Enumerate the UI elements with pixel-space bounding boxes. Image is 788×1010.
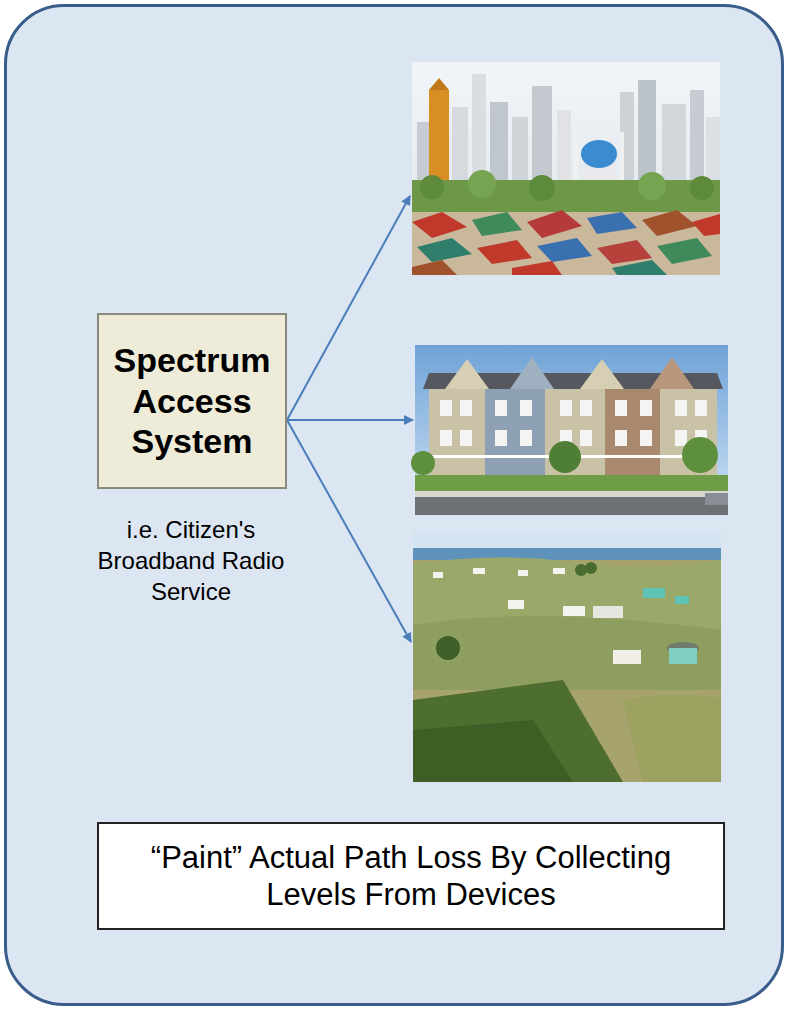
arrow-lines	[287, 196, 413, 642]
city-photo	[412, 62, 720, 275]
node-text: Spectrum Access System	[109, 340, 275, 462]
note-box: “Paint” Actual Path Loss By Collecting L…	[97, 822, 725, 930]
system-box: Spectrum Access System	[97, 313, 287, 489]
rural-photo	[413, 530, 721, 782]
townhouse-photo	[411, 345, 728, 515]
node-text: “Paint” Actual Path Loss By Collecting L…	[141, 839, 681, 913]
subtitle-note: i.e. Citizen's Broadband Radio Service	[88, 514, 294, 608]
